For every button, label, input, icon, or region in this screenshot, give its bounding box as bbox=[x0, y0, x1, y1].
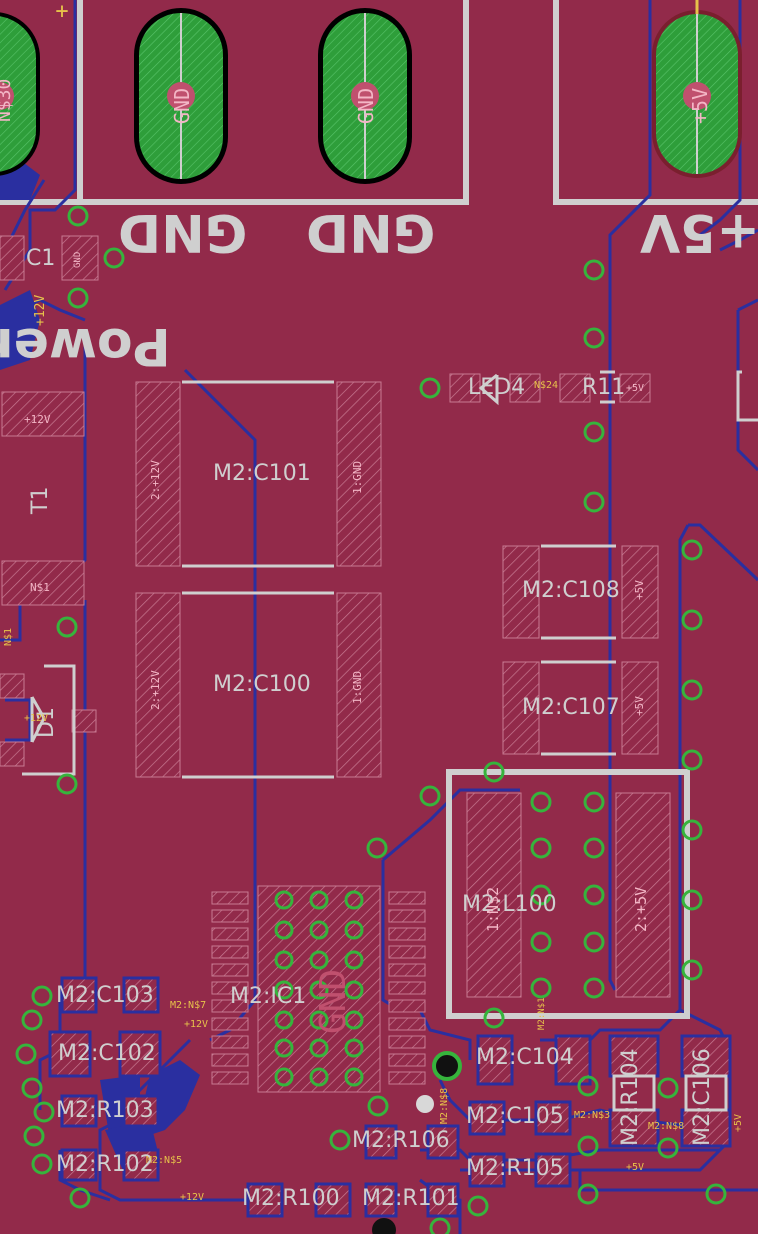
designator-t1: T1 bbox=[28, 486, 53, 514]
silk-power: Power bbox=[0, 316, 171, 376]
net-label-n1-side: N$1 bbox=[3, 627, 14, 646]
small-pads bbox=[48, 976, 732, 1218]
pad-label-12v: +12V bbox=[24, 413, 51, 426]
pad-label-c107-right: +5V bbox=[633, 696, 646, 716]
net-label-m2n7: M2:N$7 bbox=[170, 1000, 207, 1011]
net-label-5v-r11: +5V bbox=[626, 383, 645, 394]
pad-label-p2: GND bbox=[170, 87, 194, 124]
vias bbox=[15, 205, 727, 1234]
designator-m2-r104: M2:R104 bbox=[618, 1048, 643, 1146]
designator-m2-c107: M2:C107 bbox=[522, 695, 620, 720]
pad-label-n1: N$1 bbox=[30, 581, 50, 594]
pad-label-gnd-c1: GND bbox=[73, 251, 83, 268]
silk-plus5v: +5V bbox=[640, 202, 758, 262]
net-label-m2n8b: M2:N$8 bbox=[648, 1121, 685, 1132]
pad-label-p4: +5V bbox=[688, 87, 712, 124]
designator-m2-r102: M2:R102 bbox=[56, 1152, 154, 1177]
pad-label-c100-left: 2:+12V bbox=[149, 670, 162, 710]
net-label-m2n1: M2:N$1 bbox=[537, 997, 547, 1030]
silk-gnd-2: GND bbox=[306, 202, 436, 262]
designator-m2-c104: M2:C104 bbox=[476, 1045, 574, 1070]
designator-m2-r101: M2:R101 bbox=[362, 1186, 460, 1211]
designator-m2-r106: M2:R106 bbox=[352, 1128, 450, 1153]
designator-led4: LED4 bbox=[468, 375, 526, 400]
designator-r11: R11 bbox=[582, 375, 626, 400]
pad-label-p1: N$30 bbox=[0, 78, 15, 122]
svg-text:+: + bbox=[55, 0, 68, 24]
pad-label-l100-left: 1:N$2 bbox=[484, 886, 502, 932]
connector-outline bbox=[0, 0, 758, 205]
pad-label-l100-right: 2:+5V bbox=[632, 886, 650, 932]
net-label-12v-ic: +12V bbox=[184, 1019, 209, 1030]
pad-label-c100-right: 1:GND bbox=[351, 670, 364, 704]
designator-m2-c101: M2:C101 bbox=[213, 461, 311, 486]
designator-m2-c108: M2:C108 bbox=[522, 578, 620, 603]
designator-m2-c102: M2:C102 bbox=[58, 1041, 156, 1066]
connector-pads bbox=[0, 8, 742, 184]
designator-m2-l100: M2:L100 bbox=[462, 892, 557, 917]
designator-m2-ic1: M2:IC1 bbox=[230, 984, 307, 1009]
pad-label-ic1-gnd: GND bbox=[313, 968, 354, 1034]
silk-gnd-1: GND bbox=[118, 202, 248, 262]
net-label-5v-side: +5V bbox=[733, 1113, 744, 1132]
net-label-5v-bottom: +5V bbox=[626, 1162, 645, 1173]
net-label-n24: N$24 bbox=[534, 380, 559, 391]
smd-pads bbox=[0, 235, 671, 1093]
designator-m2-c100: M2:C100 bbox=[213, 672, 311, 697]
designator-m2-c103: M2:C103 bbox=[56, 983, 154, 1008]
net-label-m2n8: M2:N$8 bbox=[439, 1087, 450, 1124]
net-label-m2n5: M2:N$5 bbox=[146, 1155, 183, 1166]
net-label-12v-d1: +12V bbox=[24, 713, 49, 724]
ic-pins bbox=[211, 891, 426, 1085]
net-label-12v-a: +12V bbox=[33, 294, 48, 326]
fiducial bbox=[416, 1095, 434, 1113]
designator-c1: C1 bbox=[26, 246, 56, 271]
net-label-m2n3: M2:N$3 bbox=[574, 1110, 611, 1121]
designator-m2-r103: M2:R103 bbox=[56, 1098, 154, 1123]
designator-m2-c106: M2:C106 bbox=[690, 1048, 715, 1146]
pad-label-p3: GND bbox=[354, 87, 378, 124]
net-label-12v-bottom: +12V bbox=[180, 1192, 205, 1203]
through-hole-via bbox=[432, 1051, 462, 1081]
pad-label-c101-right: 1:GND bbox=[351, 460, 364, 494]
designator-m2-c105: M2:C105 bbox=[466, 1104, 564, 1129]
pad-label-c101-left: 2:+12V bbox=[149, 460, 162, 500]
designator-m2-r100: M2:R100 bbox=[242, 1186, 340, 1211]
pad-label-c108-right: +5V bbox=[633, 580, 646, 600]
designator-m2-r105: M2:R105 bbox=[466, 1156, 564, 1181]
